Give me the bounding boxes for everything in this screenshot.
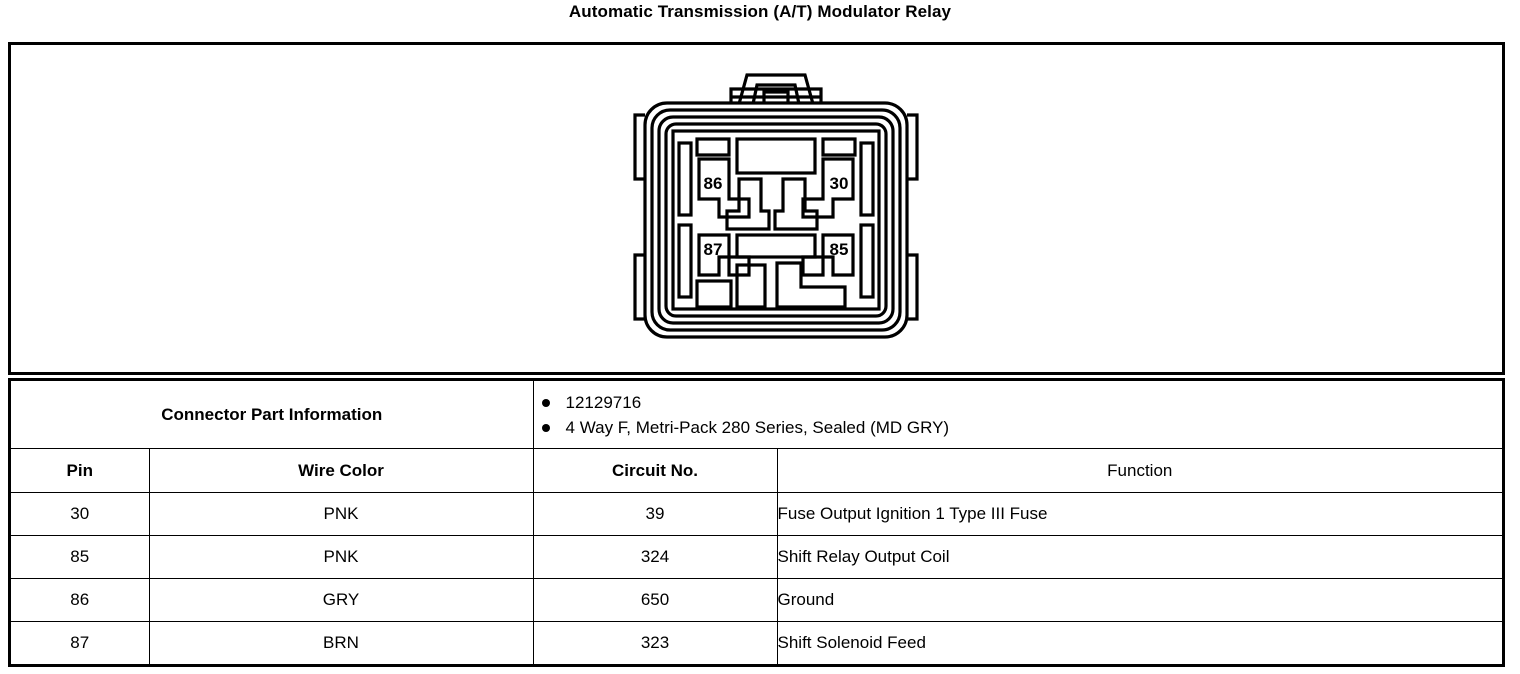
bullet-icon xyxy=(541,423,550,432)
cell-function: Fuse Output Ignition 1 Type III Fuse xyxy=(776,492,1502,536)
connector-drawing: 86 30 87 85 xyxy=(633,73,919,339)
table-row: 85 PNK 324 Shift Relay Output Coil xyxy=(11,535,1502,579)
cavity-label-30: 30 xyxy=(830,174,849,193)
column-header-pin: Pin xyxy=(11,448,150,493)
connector-part-information-label: Connector Part Information xyxy=(11,381,534,449)
table-header-row: Pin Wire Color Circuit No. Function xyxy=(11,448,1502,493)
bullet-icon xyxy=(541,398,550,407)
cell-pin: 85 xyxy=(11,535,150,579)
cavity-label-85: 85 xyxy=(830,240,849,259)
pinout-table: Connector Part Information 12129716 4 Wa… xyxy=(11,381,1502,664)
cavity-label-86: 86 xyxy=(704,174,723,193)
cell-circuit-no: 324 xyxy=(532,535,778,579)
cell-circuit-no: 323 xyxy=(532,621,778,664)
connector-face-view: 86 30 87 85 xyxy=(631,59,921,349)
cell-function: Shift Relay Output Coil xyxy=(776,535,1502,579)
cell-pin: 86 xyxy=(11,578,150,622)
table-row: 30 PNK 39 Fuse Output Ignition 1 Type II… xyxy=(11,492,1502,536)
cell-wire-color: PNK xyxy=(148,535,534,579)
connector-description: 4 Way F, Metri-Pack 280 Series, Sealed (… xyxy=(565,417,950,437)
table-row: 86 GRY 650 Ground xyxy=(11,578,1502,622)
connector-diagram-panel: 86 30 87 85 xyxy=(8,42,1505,375)
connector-description-item: 4 Way F, Metri-Pack 280 Series, Sealed (… xyxy=(534,415,1502,440)
connector-part-information-row: Connector Part Information 12129716 4 Wa… xyxy=(11,381,1502,449)
column-header-wire-color: Wire Color xyxy=(148,448,534,493)
cell-pin: 87 xyxy=(11,621,150,664)
cell-circuit-no: 39 xyxy=(532,492,778,536)
pinout-table-panel: Connector Part Information 12129716 4 Wa… xyxy=(8,378,1505,667)
cavity-label-87: 87 xyxy=(704,240,723,259)
cell-function: Ground xyxy=(776,578,1502,622)
table-row: 87 BRN 323 Shift Solenoid Feed xyxy=(11,621,1502,664)
cell-wire-color: BRN xyxy=(148,621,534,664)
cell-wire-color: PNK xyxy=(148,492,534,536)
connector-part-number-item: 12129716 xyxy=(534,390,1502,415)
column-header-circuit-no: Circuit No. xyxy=(532,448,778,493)
connector-part-information-list: 12129716 4 Way F, Metri-Pack 280 Series,… xyxy=(532,381,1502,449)
page-title: Automatic Transmission (A/T) Modulator R… xyxy=(568,2,952,21)
cell-function: Shift Solenoid Feed xyxy=(776,621,1502,664)
cell-pin: 30 xyxy=(11,492,150,536)
cell-wire-color: GRY xyxy=(148,578,534,622)
cell-circuit-no: 650 xyxy=(532,578,778,622)
column-header-function: Function xyxy=(776,448,1502,493)
connector-part-number: 12129716 xyxy=(565,392,642,412)
